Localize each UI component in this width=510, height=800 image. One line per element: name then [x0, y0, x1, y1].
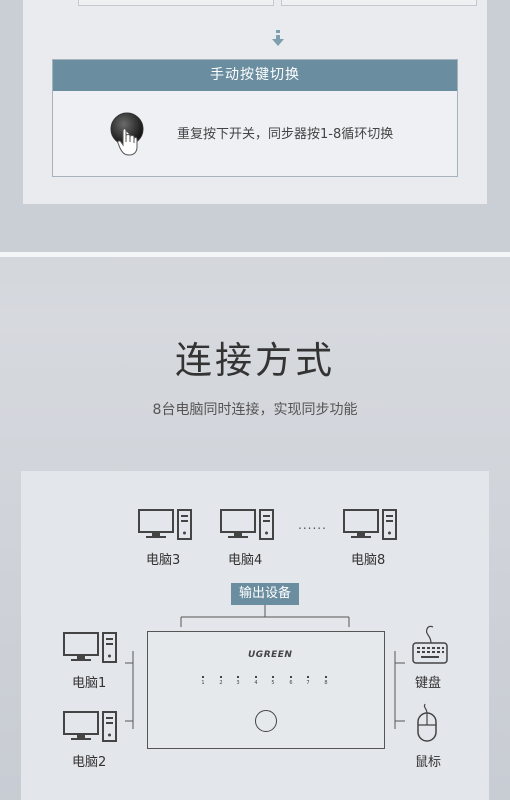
switch-button: [255, 710, 277, 732]
section-divider: [0, 252, 510, 257]
output-device-label: 输出设备: [231, 583, 299, 605]
port-indicator: 2: [217, 676, 225, 686]
press-button-hand-icon: [110, 112, 144, 156]
port-indicator: 1: [199, 676, 207, 686]
page-title: 连接方式: [175, 339, 335, 382]
pc-3-icon: [138, 509, 192, 541]
port-indicator: 6: [287, 676, 295, 686]
port-indicator: 5: [269, 676, 277, 686]
previous-box-right: [281, 0, 477, 6]
previous-box-left: [78, 0, 274, 6]
pc-4-label: 电脑4: [228, 553, 263, 568]
mouse-icon: [417, 703, 437, 742]
mouse-label: 鼠标: [415, 755, 442, 770]
pc-4-icon: [220, 509, 274, 541]
more-pcs-ellipsis: ......: [298, 518, 327, 532]
manual-switch-description: 重复按下开关，同步器按1-8循环切换: [177, 127, 394, 142]
output-connector-lines: [180, 605, 350, 627]
port-indicator: 7: [304, 676, 312, 686]
pc-2-icon: [63, 711, 117, 743]
pc-1-icon: [63, 632, 117, 664]
port-indicator: 8: [322, 676, 330, 686]
top-section: 手动按键切换 重复按下开关，同步器按1-8循环切换: [0, 0, 510, 252]
pc-8-icon: [343, 509, 397, 541]
port-indicator: 4: [252, 676, 260, 686]
pc-1-label: 电脑1: [72, 676, 107, 691]
brand-logo: UGREEN: [248, 650, 293, 660]
kvm-switch: UGREEN 1 2 3 4 5 6 7 8: [147, 631, 385, 749]
right-connector-lines: [394, 651, 405, 729]
manual-switch-title: 手动按键切换: [53, 60, 457, 91]
connection-diagram: 电脑3 电脑4 ...... 电脑8 输出设备: [21, 471, 489, 800]
pc-8-label: 电脑8: [351, 553, 386, 568]
port-indicator: 3: [234, 676, 242, 686]
down-arrow-icon: [272, 30, 284, 46]
keyboard-label: 键盘: [415, 676, 442, 691]
keyboard-icon: [412, 625, 448, 664]
page-subtitle: 8台电脑同时连接，实现同步功能: [152, 402, 358, 418]
manual-switch-panel: 手动按键切换 重复按下开关，同步器按1-8循环切换: [23, 0, 487, 204]
pc-3-label: 电脑3: [146, 553, 181, 568]
manual-switch-box: 手动按键切换 重复按下开关，同步器按1-8循环切换: [52, 59, 458, 177]
left-connector-lines: [125, 651, 134, 729]
pc-2-label: 电脑2: [72, 755, 107, 770]
